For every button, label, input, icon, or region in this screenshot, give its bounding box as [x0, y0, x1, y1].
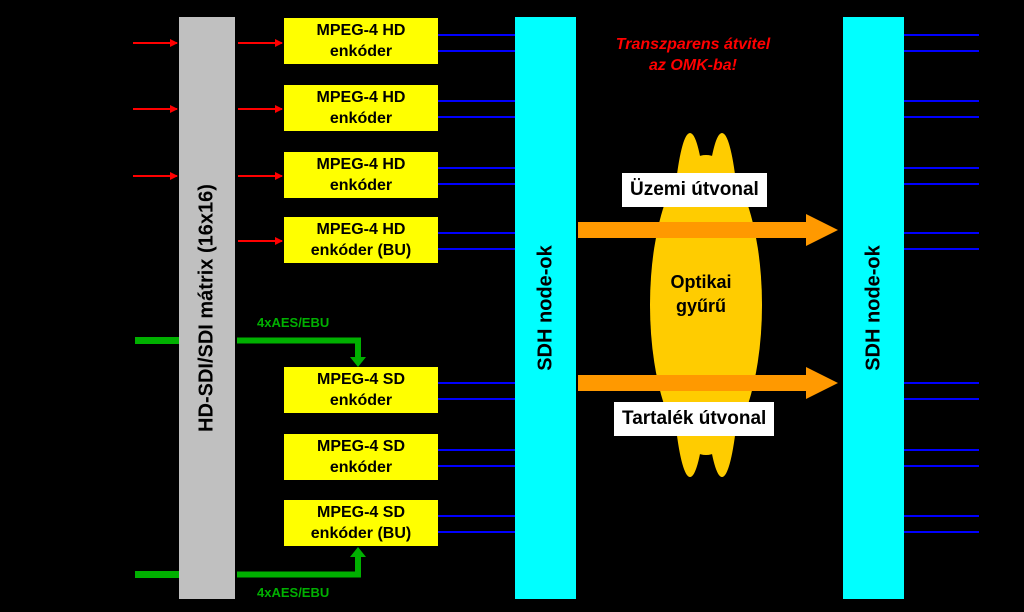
encoder-subtitle: enkóder [329, 392, 393, 409]
encoder-title: MPEG-4 SD [316, 504, 405, 521]
encoder-title: MPEG-4 HD [316, 156, 406, 173]
encoder-hd-2: MPEG-4 HD enkóder [284, 85, 438, 131]
aes-arrowhead-bottom [350, 547, 366, 557]
aes-line-bottom [237, 554, 361, 578]
matrix-label: HD-SDI/SDI mátrix (16x16) [195, 184, 218, 432]
ring-label-line-1: Optikai [670, 272, 732, 292]
backup-route-label: Tartalék útvonal [614, 402, 775, 436]
encoder-subtitle: enkóder [329, 177, 393, 194]
primary-route-label: Üzemi útvonal [622, 173, 767, 207]
encoder-input-arrows [238, 39, 283, 245]
backup-route-arrowhead [806, 367, 838, 399]
ring-label-line-2: gyűrű [675, 296, 727, 316]
aes-arrowhead-top [350, 357, 366, 367]
encoder-title: MPEG-4 SD [316, 438, 405, 455]
transparent-transmission-note: Transzparens átvitel az OMK-ba! [616, 34, 770, 76]
encoder-sd-1: MPEG-4 SD enkóder [284, 367, 438, 413]
encoder-subtitle: enkóder [329, 110, 393, 127]
encoder-hd-3: MPEG-4 HD enkóder [284, 152, 438, 198]
encoder-title: MPEG-4 HD [316, 221, 406, 238]
primary-route-arrowhead [806, 214, 838, 246]
hd-sdi-matrix [179, 17, 235, 599]
primary-route-shaft [578, 222, 806, 238]
route-arrows [578, 214, 838, 399]
encoder-sd-2: MPEG-4 SD enkóder [284, 434, 438, 480]
aes-label-bottom: 4xAES/EBU [257, 585, 330, 600]
aes-line-bottom-left [135, 571, 179, 578]
encoder-output-lines [438, 34, 515, 533]
encoder-subtitle: enkóder [329, 459, 393, 476]
encoder-sd-backup: MPEG-4 SD enkóder (BU) [284, 500, 438, 546]
aes-line-top-left [135, 337, 179, 344]
aes-label-top: 4xAES/EBU [257, 315, 330, 330]
encoder-title: MPEG-4 HD [316, 22, 406, 39]
note-line-1: Transzparens átvitel [615, 36, 771, 53]
encoder-hd-1: MPEG-4 HD enkóder [284, 18, 438, 64]
sdh-nodes-right [843, 17, 904, 599]
note-line-2: az OMK-ba! [649, 57, 737, 74]
encoder-hd-backup: MPEG-4 HD enkóder (BU) [284, 217, 438, 263]
sdh-output-lines [904, 34, 979, 533]
aes-lines [135, 337, 366, 578]
encoder-title: MPEG-4 HD [316, 89, 406, 106]
encoder-subtitle: enkóder [329, 43, 393, 60]
matrix-input-arrows [133, 39, 178, 180]
encoder-subtitle: enkóder (BU) [310, 525, 412, 542]
encoder-subtitle: enkóder (BU) [310, 242, 412, 259]
sdh-label-left: SDH node-ok [534, 245, 557, 371]
optical-ring-label: Optikai gyűrű [670, 270, 731, 318]
backup-route-shaft [578, 375, 806, 391]
sdh-nodes-left [515, 17, 576, 599]
sdh-label-right: SDH node-ok [862, 245, 885, 371]
encoder-title: MPEG-4 SD [316, 371, 405, 388]
aes-line-top [237, 337, 361, 360]
